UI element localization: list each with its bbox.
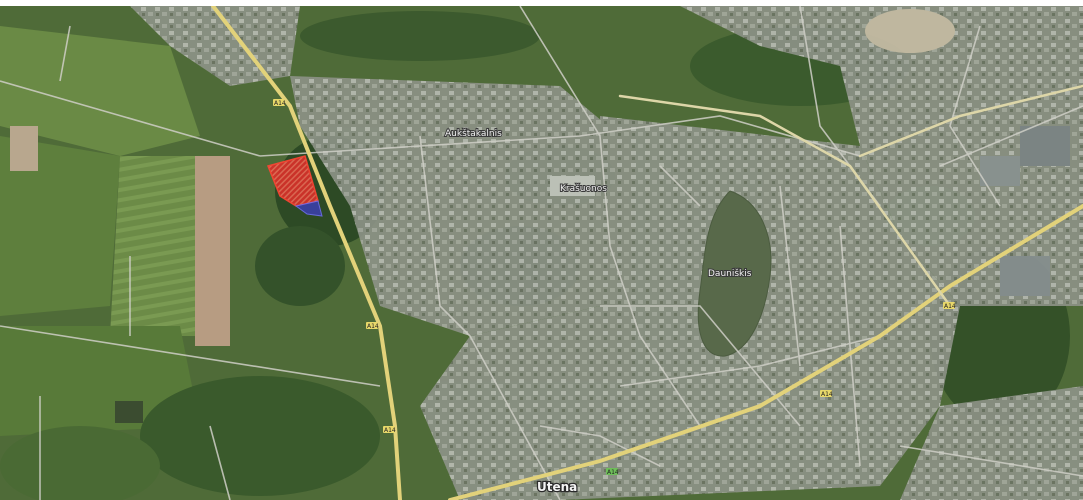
highway-southwest-northeast: [448, 204, 1083, 500]
district-label: Krašuonos: [560, 183, 607, 194]
route-shield: A14: [820, 390, 833, 398]
satellite-map[interactable]: A14 A14 A14 A14 A14 A14 Aukštakalnis Kra…: [0, 6, 1083, 500]
district-label: Aukštakalnis: [445, 128, 502, 139]
east-road: [858, 84, 1083, 158]
svg-text:A14: A14: [367, 323, 379, 330]
lake-label: Dauniškis: [708, 268, 752, 279]
route-shield: A14: [943, 302, 956, 310]
svg-text:A14: A14: [821, 391, 833, 398]
route-shield: A14: [606, 468, 619, 476]
route-shield: A14: [366, 322, 379, 330]
adjacent-parcel[interactable]: [294, 200, 323, 217]
highway-north-south: [211, 6, 402, 500]
city-label: Utena: [537, 480, 577, 494]
ring-road: [618, 94, 952, 308]
svg-text:A14: A14: [607, 469, 619, 476]
lake: [697, 190, 772, 357]
route-shield: A14: [273, 99, 286, 107]
route-shield: A14: [383, 426, 396, 434]
main-roads: [211, 6, 1083, 500]
minor-roads: [0, 6, 1083, 500]
urban-areas: [130, 6, 1083, 500]
svg-text:A14: A14: [274, 100, 286, 107]
svg-text:A14: A14: [944, 303, 956, 310]
route-shields: A14 A14 A14 A14 A14 A14: [273, 99, 956, 476]
svg-text:A14: A14: [384, 427, 396, 434]
